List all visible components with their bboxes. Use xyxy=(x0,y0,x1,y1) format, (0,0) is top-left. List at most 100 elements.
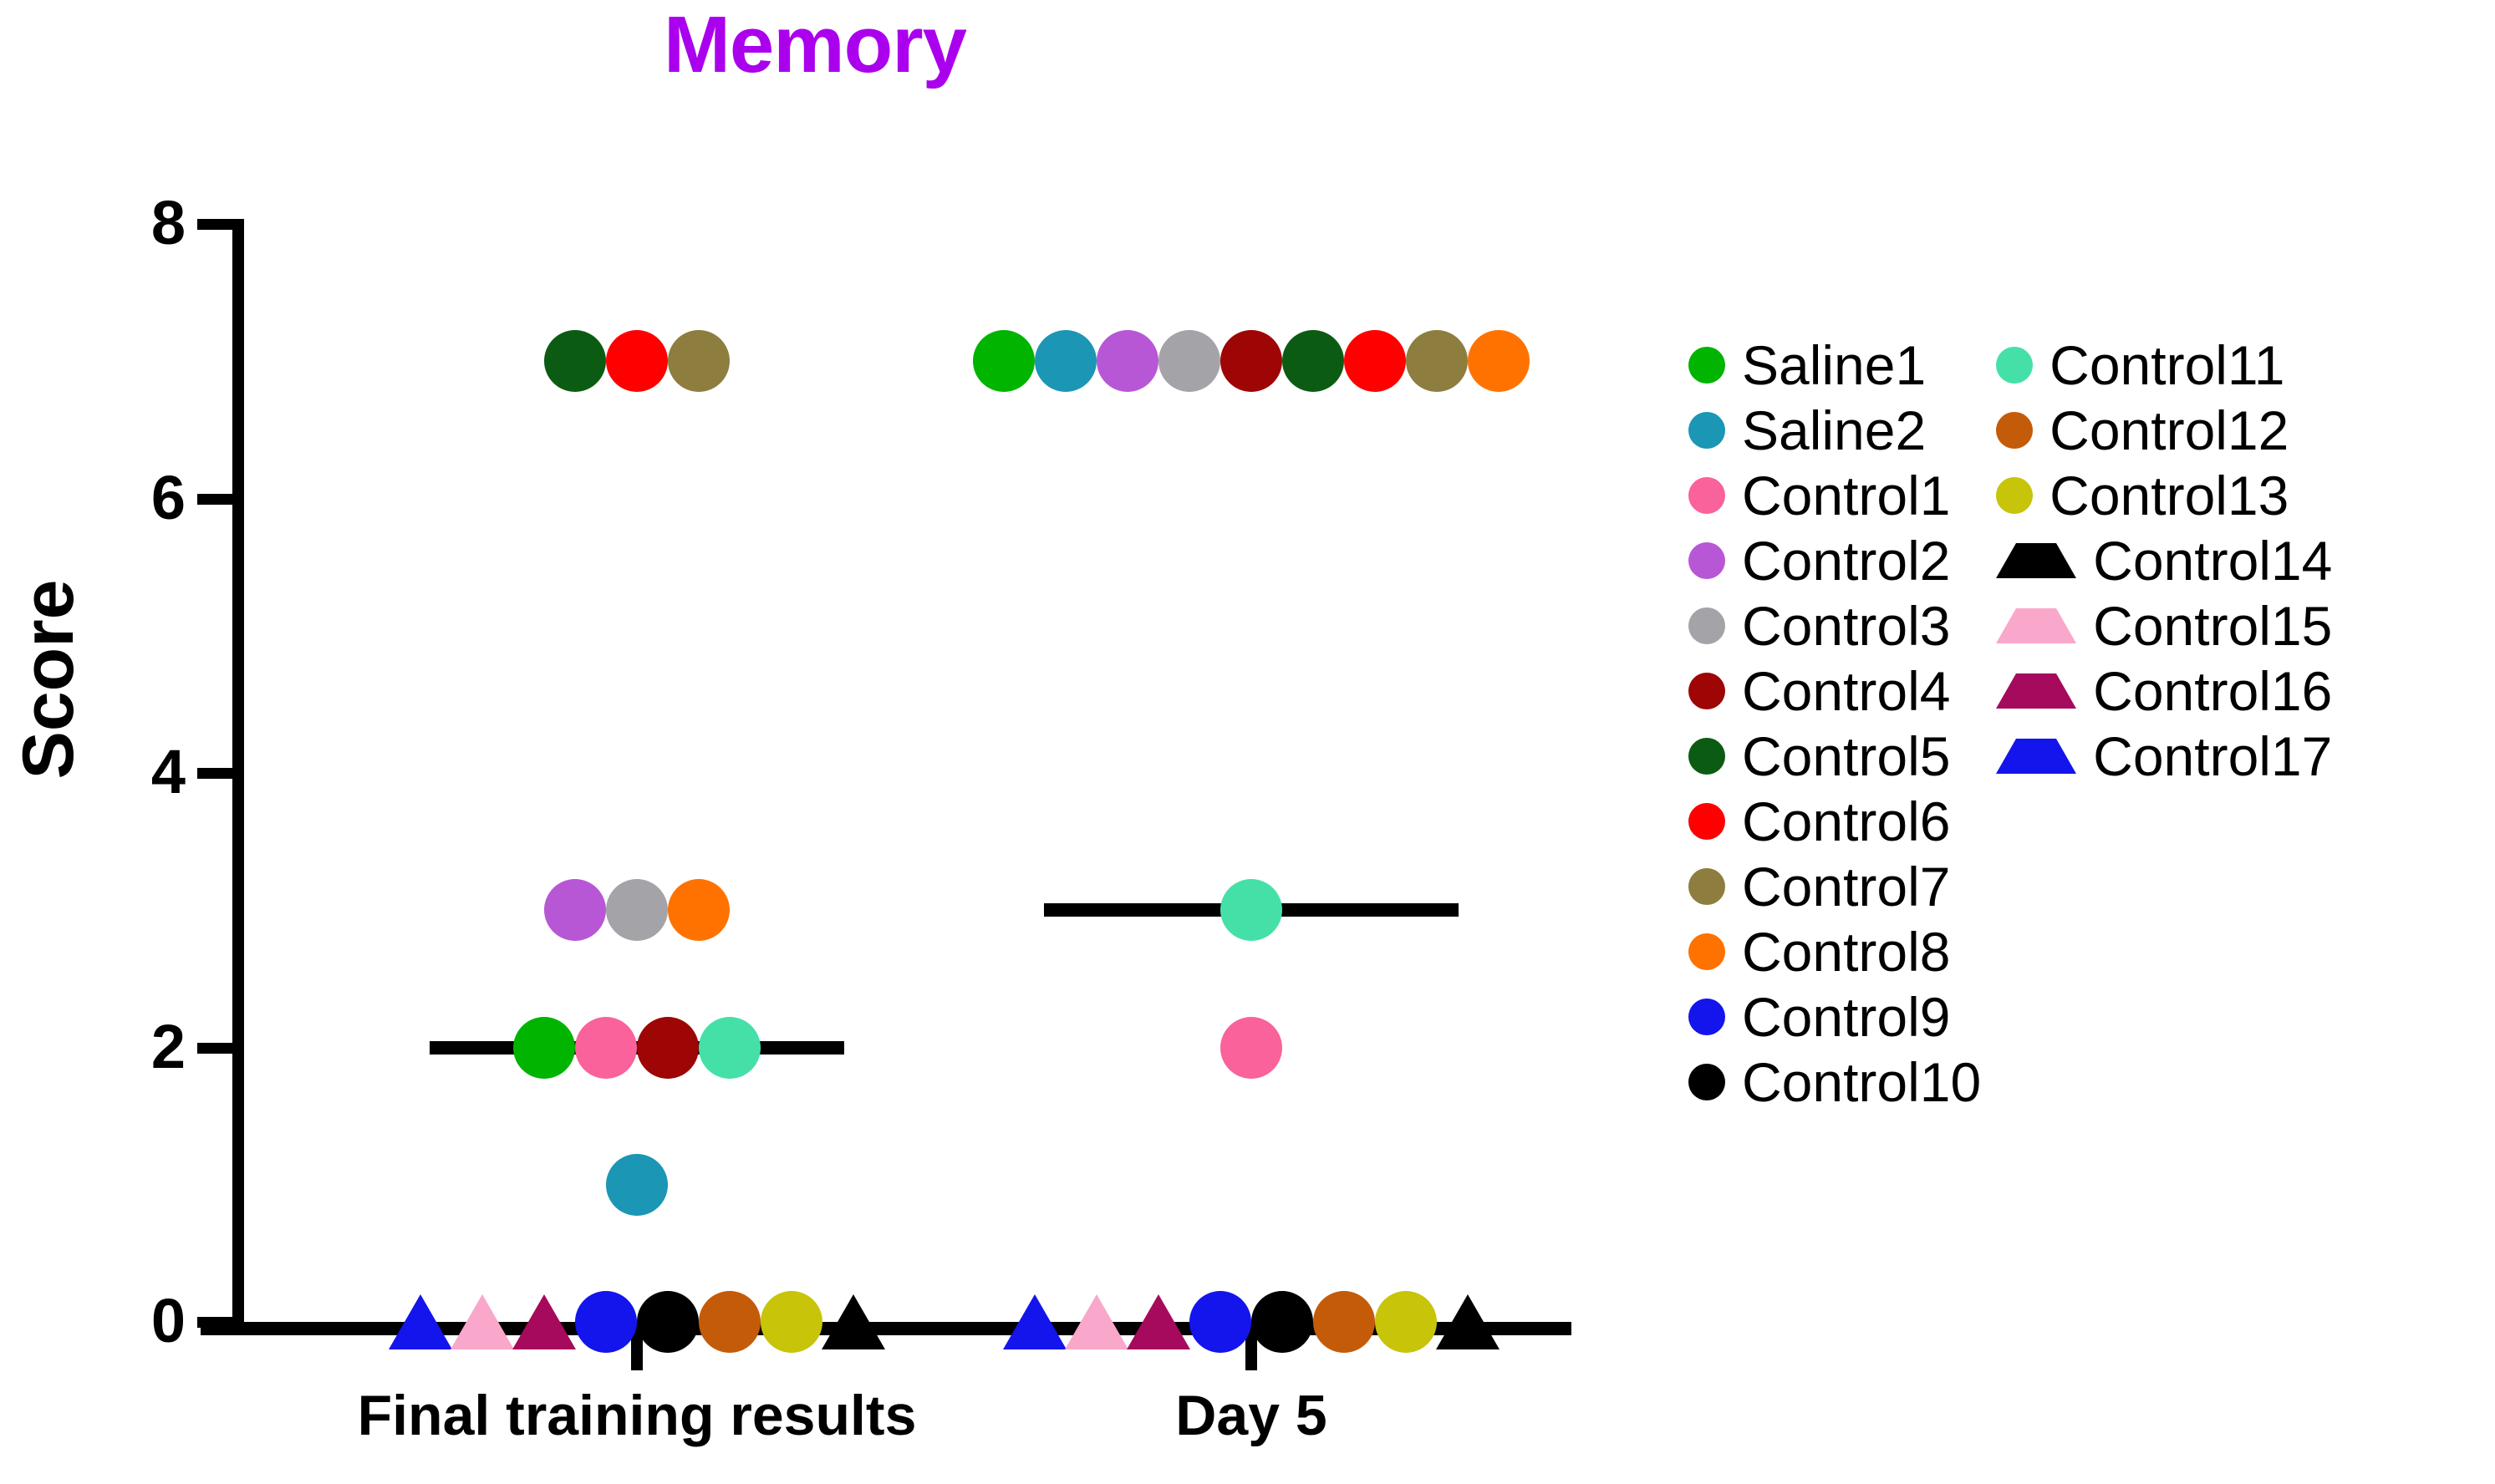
legend-item-label: Control3 xyxy=(1742,595,1951,657)
legend-item-control17[interactable]: Control17 xyxy=(1996,724,2332,789)
page-title: Memory xyxy=(663,0,967,89)
data-point-control15 xyxy=(1065,1294,1128,1349)
data-point-control11 xyxy=(699,1016,761,1079)
data-point-control15 xyxy=(451,1294,514,1349)
data-point-control11 xyxy=(1220,879,1282,942)
data-point-control17 xyxy=(1003,1294,1067,1349)
data-point-control13 xyxy=(761,1291,822,1353)
data-point-control4 xyxy=(1220,330,1282,393)
x-axis-tick-label: Final training results xyxy=(357,1384,917,1447)
data-point-control14 xyxy=(1436,1294,1500,1349)
data-point-control12 xyxy=(699,1291,761,1353)
legend-item-label: Control15 xyxy=(2093,595,2333,657)
circle-marker-icon xyxy=(1688,477,1725,514)
data-point-control17 xyxy=(389,1294,452,1349)
legend-item-label: Saline2 xyxy=(1742,399,1927,461)
data-point-saline2 xyxy=(606,1153,668,1216)
data-point-control13 xyxy=(1375,1291,1437,1353)
circle-marker-icon xyxy=(1688,868,1725,905)
data-point-control14 xyxy=(822,1294,885,1349)
data-point-control9 xyxy=(1189,1291,1251,1353)
legend-item-label: Control9 xyxy=(1742,986,1951,1048)
legend-item-control11[interactable]: Control11 xyxy=(1996,333,2332,398)
y-axis-tick xyxy=(197,1317,236,1328)
legend-item-control3[interactable]: Control3 xyxy=(1688,593,1981,658)
legend-item-label: Control11 xyxy=(2049,334,2285,396)
legend-item-control13[interactable]: Control13 xyxy=(1996,463,2332,528)
circle-marker-icon xyxy=(1996,477,2034,514)
legend-item-control12[interactable]: Control12 xyxy=(1996,398,2332,463)
triangle-marker-icon xyxy=(1996,608,2077,643)
legend-item-control4[interactable]: Control4 xyxy=(1688,658,1981,724)
legend-item-label: Control16 xyxy=(2093,660,2333,722)
data-point-control3 xyxy=(606,879,668,942)
data-point-control16 xyxy=(1127,1294,1190,1349)
circle-marker-icon xyxy=(1688,933,1725,970)
legend-item-control16[interactable]: Control16 xyxy=(1996,658,2332,724)
data-point-control12 xyxy=(1313,1291,1375,1353)
circle-marker-icon xyxy=(1688,542,1725,579)
legend-item-control1[interactable]: Control1 xyxy=(1688,463,1981,528)
legend-item-label: Control10 xyxy=(1742,1051,1982,1113)
x-axis-tick xyxy=(631,1334,643,1370)
y-axis-tick xyxy=(197,219,236,230)
legend-item-control7[interactable]: Control7 xyxy=(1688,854,1981,919)
data-point-control6 xyxy=(606,330,668,393)
data-point-control2 xyxy=(544,879,606,942)
legend-item-control14[interactable]: Control14 xyxy=(1996,528,2332,593)
data-point-control9 xyxy=(575,1291,637,1353)
legend-item-label: Control14 xyxy=(2093,530,2333,592)
y-axis-tick-label: 6 xyxy=(150,462,186,532)
x-axis-tick-label: Day 5 xyxy=(1175,1384,1327,1447)
legend-item-label: Control4 xyxy=(1742,660,1951,722)
data-point-control5 xyxy=(544,330,606,393)
data-point-control1 xyxy=(575,1016,637,1079)
data-point-control1 xyxy=(1220,1016,1282,1079)
y-axis-tick xyxy=(197,1042,236,1054)
circle-marker-icon xyxy=(1996,412,2034,449)
y-axis-tick xyxy=(197,768,236,779)
data-point-saline2 xyxy=(1035,330,1097,393)
x-axis-tick xyxy=(1245,1334,1257,1370)
legend-item-control8[interactable]: Control8 xyxy=(1688,919,1981,984)
triangle-marker-icon xyxy=(1996,673,2077,709)
data-point-control10 xyxy=(1251,1291,1313,1353)
data-point-control16 xyxy=(512,1294,576,1349)
legend-item-control6[interactable]: Control6 xyxy=(1688,789,1981,854)
legend-item-label: Control6 xyxy=(1742,790,1951,852)
legend-item-label: Control2 xyxy=(1742,530,1951,592)
circle-marker-icon xyxy=(1996,347,2034,384)
circle-marker-icon xyxy=(1688,999,1725,1035)
legend-item-control9[interactable]: Control9 xyxy=(1688,984,1981,1049)
legend-item-control10[interactable]: Control10 xyxy=(1688,1049,1981,1115)
legend-item-label: Control12 xyxy=(2049,399,2289,461)
data-point-control4 xyxy=(637,1016,699,1079)
data-point-saline1 xyxy=(513,1016,575,1079)
legend-item-control2[interactable]: Control2 xyxy=(1688,528,1981,593)
legend-item-saline2[interactable]: Saline2 xyxy=(1688,398,1981,463)
triangle-marker-icon xyxy=(1996,543,2077,578)
data-point-control10 xyxy=(637,1291,699,1353)
y-axis-tick-label: 2 xyxy=(150,1011,186,1081)
legend-item-label: Control5 xyxy=(1742,725,1951,787)
triangle-marker-icon xyxy=(1996,739,2077,774)
legend-item-control15[interactable]: Control15 xyxy=(1996,593,2332,658)
legend-item-saline1[interactable]: Saline1 xyxy=(1688,333,1981,398)
legend-item-label: Control8 xyxy=(1742,921,1951,983)
legend-item-label: Control17 xyxy=(2093,725,2333,787)
circle-marker-icon xyxy=(1688,412,1725,449)
legend-item-label: Saline1 xyxy=(1742,334,1927,396)
data-point-control7 xyxy=(668,330,730,393)
y-axis-tick-label: 4 xyxy=(150,737,186,806)
circle-marker-icon xyxy=(1688,1064,1725,1100)
y-axis-tick xyxy=(197,493,236,505)
circle-marker-icon xyxy=(1688,673,1725,709)
circle-marker-icon xyxy=(1688,803,1725,840)
legend-item-control5[interactable]: Control5 xyxy=(1688,724,1981,789)
data-point-control8 xyxy=(1468,330,1530,393)
